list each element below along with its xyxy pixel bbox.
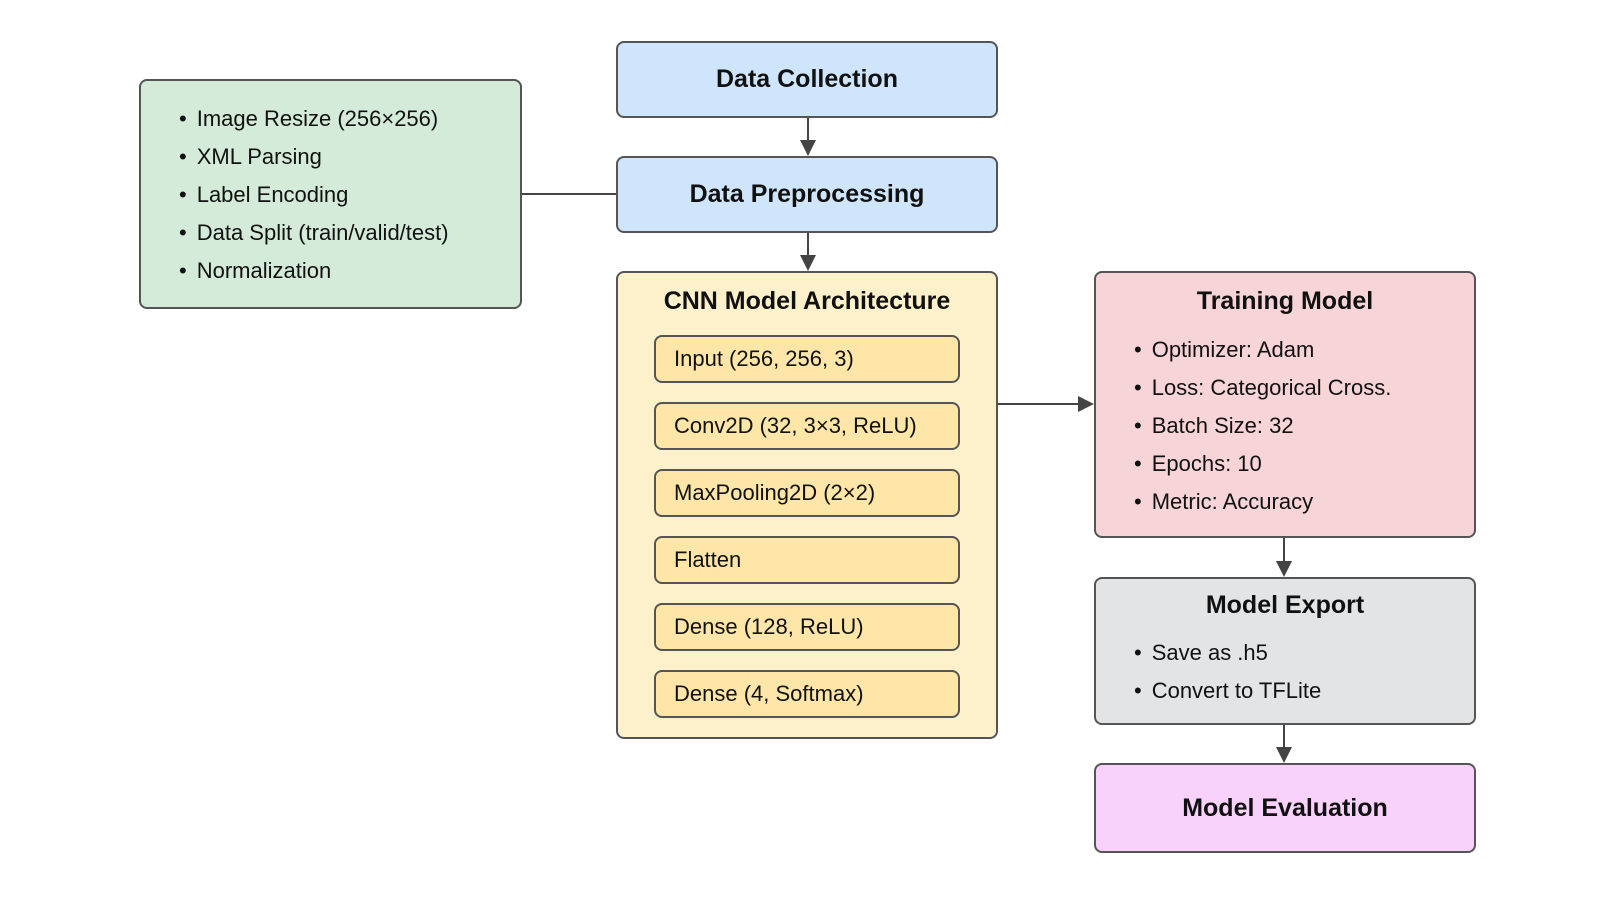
- model-evaluation-node: Model Evaluation: [1094, 763, 1476, 853]
- export-item: Save as .h5: [1134, 634, 1321, 672]
- cnn-layer-flatten: Flatten: [654, 536, 960, 584]
- cnn-layer-input: Input (256, 256, 3): [654, 335, 960, 383]
- preprocessing-detail-item: Data Split (train/valid/test): [179, 214, 449, 252]
- preprocessing-details-list: Image Resize (256×256) XML Parsing Label…: [179, 100, 449, 290]
- model-export-node: Model Export Save as .h5 Convert to TFLi…: [1094, 577, 1476, 725]
- cnn-layer-conv2d: Conv2D (32, 3×3, ReLU): [654, 402, 960, 450]
- training-item: Batch Size: 32: [1134, 407, 1391, 445]
- cnn-architecture-node: CNN Model Architecture Input (256, 256, …: [616, 271, 998, 739]
- cnn-layer-maxpooling: MaxPooling2D (2×2): [654, 469, 960, 517]
- data-preprocessing-title: Data Preprocessing: [689, 180, 925, 208]
- preprocessing-detail-item: Image Resize (256×256): [179, 100, 449, 138]
- cnn-layer-dense-4: Dense (4, Softmax): [654, 670, 960, 718]
- training-model-node: Training Model Optimizer: Adam Loss: Cat…: [1094, 271, 1476, 538]
- export-item: Convert to TFLite: [1134, 672, 1322, 710]
- training-item: Optimizer: Adam: [1134, 331, 1391, 369]
- data-preprocessing-node: Data Preprocessing: [616, 156, 998, 233]
- preprocessing-detail-item: XML Parsing: [179, 138, 449, 176]
- model-export-list: Save as .h5 Convert to TFLite: [1134, 634, 1322, 710]
- model-evaluation-title: Model Evaluation: [1182, 793, 1388, 822]
- data-collection-title: Data Collection: [716, 65, 898, 93]
- training-model-list: Optimizer: Adam Loss: Categorical Cross.…: [1134, 331, 1392, 521]
- training-item: Epochs: 10: [1134, 445, 1391, 483]
- model-export-title: Model Export: [1205, 591, 1365, 619]
- cnn-layer-dense-128: Dense (128, ReLU): [654, 603, 960, 651]
- training-item: Loss: Categorical Cross.: [1134, 369, 1392, 407]
- cnn-architecture-title: CNN Model Architecture: [663, 287, 951, 315]
- data-collection-node: Data Collection: [616, 41, 998, 118]
- preprocessing-details-box: Image Resize (256×256) XML Parsing Label…: [139, 79, 522, 309]
- training-item: Metric: Accuracy: [1134, 483, 1391, 521]
- training-model-title: Training Model: [1196, 287, 1374, 315]
- preprocessing-detail-item: Normalization: [179, 252, 449, 290]
- preprocessing-detail-item: Label Encoding: [179, 176, 449, 214]
